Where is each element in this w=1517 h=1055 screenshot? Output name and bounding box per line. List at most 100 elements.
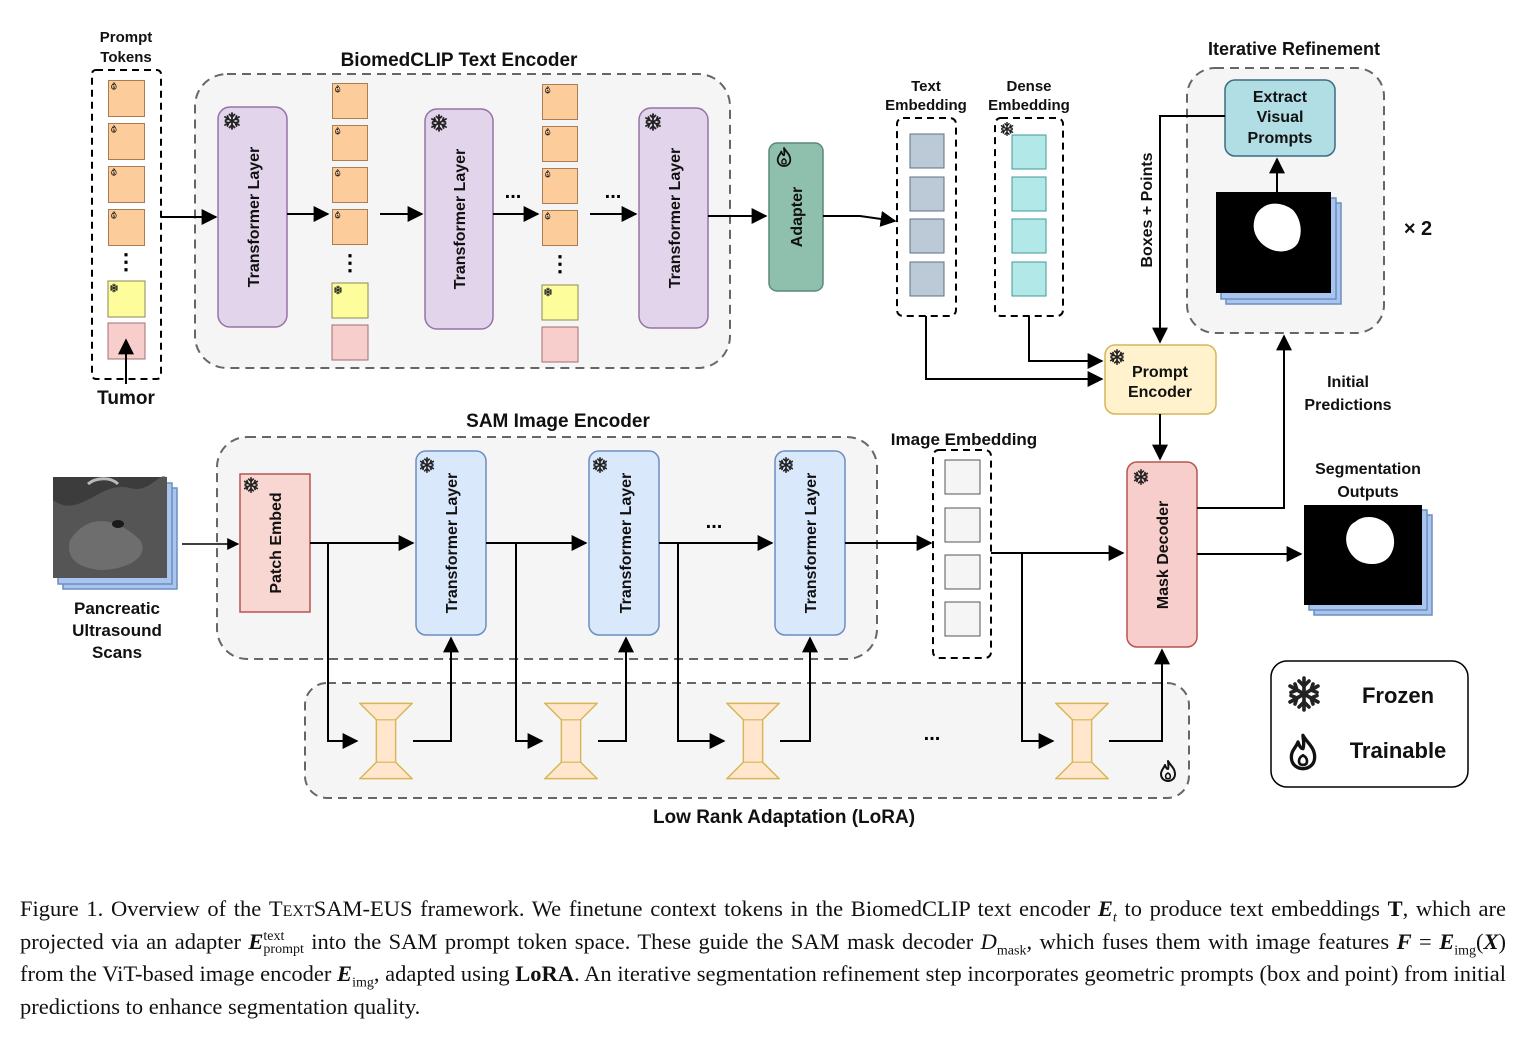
text-embed-cell [909, 133, 945, 169]
prompt-encoder-label: Prompt [1132, 364, 1189, 381]
ellipsis: ... [924, 723, 941, 745]
legend-trainable: Trainable [1350, 738, 1447, 763]
text-embedding-box [896, 117, 957, 317]
mask-blob [1253, 203, 1301, 252]
text-transformer-layer-3: Transformer Layer [638, 107, 709, 329]
image-encoder-group [216, 436, 878, 660]
legend-frozen: Frozen [1362, 683, 1434, 708]
prompt-token [108, 166, 144, 202]
mask-decoder-block: Mask Decoder [1126, 461, 1198, 648]
image-embedding-box [932, 449, 992, 659]
patch-embed-block: Patch Embed [239, 473, 311, 613]
arrow-adapter-to-embed [823, 211, 897, 227]
layer-label: Transformer Layer [452, 149, 469, 290]
image-embedding-label: Image Embedding [891, 430, 1037, 449]
mask-decoder-label: Mask Decoder [1155, 501, 1172, 610]
image-encoder-title: SAM Image Encoder [466, 411, 650, 432]
framework-diagram: BiomedCLIP Text Encoder Iterative Refine… [53, 29, 1469, 828]
token-vdots: ⋮ [339, 250, 361, 275]
class-token [331, 324, 369, 361]
prompt-token [108, 123, 144, 159]
lora-return-4 [1109, 648, 1170, 742]
patch-embed-label: Patch Embed [268, 492, 285, 593]
refinement-mask-stack [1216, 192, 1342, 305]
extract-label-2: Visual [1257, 109, 1304, 126]
ellipsis: ... [605, 181, 622, 203]
figure-caption: Figure 1. Overview of the TextSAM-EUS fr… [20, 896, 1507, 1019]
lora-branch-1 [327, 543, 359, 749]
layer-label: Transformer Layer [618, 473, 635, 614]
extract-visual-prompts-block: Extract Visual Prompts [1224, 79, 1336, 157]
prompt-token [542, 126, 577, 161]
prompt-token [108, 80, 144, 116]
text-encoder-title: BiomedCLIP Text Encoder [341, 50, 578, 71]
scans-label-2: Ultrasound [72, 621, 162, 640]
prompt-tokens-label: Prompt [100, 29, 153, 46]
frozen-token [541, 284, 579, 321]
input-scans-stack [53, 476, 178, 590]
lora-return-2 [598, 636, 634, 742]
prompt-token [542, 210, 577, 245]
segmentation-outputs-label: Segmentation [1315, 461, 1421, 478]
dense-embedding-label: Dense [1006, 78, 1051, 95]
prompt-token [332, 209, 367, 244]
image-transformer-layer-1: Transformer Layer [415, 450, 487, 636]
class-token [541, 326, 579, 363]
text-transformer-layer-1: Transformer Layer [217, 106, 288, 328]
text-embedding-label-2: Embedding [885, 97, 967, 114]
token-vdots: ⋮ [549, 251, 571, 276]
lora-branch-4 [1021, 553, 1055, 749]
times-two: × 2 [1404, 218, 1432, 240]
output-mask-stack [1304, 505, 1433, 616]
prompt-token [332, 125, 367, 160]
tumor-label: Tumor [97, 388, 155, 409]
layer-label: Transformer Layer [667, 148, 684, 289]
segmentation-outputs-label-2: Outputs [1337, 484, 1398, 501]
prompt-token [332, 83, 367, 118]
extract-label-3: Prompts [1248, 130, 1313, 147]
prompt-token [542, 84, 577, 119]
prompt-token [108, 209, 144, 245]
image-transformer-layer-2: Transformer Layer [588, 450, 660, 636]
ellipsis: ... [706, 511, 723, 533]
arrow-decoder-to-refinement [1197, 334, 1292, 509]
lora-title: Low Rank Adaptation (LoRA) [653, 807, 915, 828]
iterative-refinement-title: Iterative Refinement [1208, 39, 1380, 59]
initial-predictions-label-2: Predictions [1304, 397, 1391, 414]
layer-label: Transformer Layer [444, 473, 461, 614]
image-embed-cell [944, 459, 981, 495]
adapter-block: Adapter [768, 142, 824, 292]
lora-return-1 [413, 636, 459, 742]
frozen-token [107, 280, 146, 318]
dense-embedding-label-2: Embedding [988, 97, 1070, 114]
text-transformer-layer-2: Transformer Layer [424, 108, 494, 330]
token-vdots: ⋮ [115, 249, 137, 274]
arrow-dense-embed-to-prompt-encoder [1028, 316, 1104, 369]
prompt-encoder-block: Prompt Encoder [1104, 344, 1217, 415]
arrow-text-embed-to-prompt-encoder [925, 316, 1104, 387]
dense-embed-cell [1011, 218, 1047, 254]
legend-box [1270, 660, 1469, 788]
frozen-token [331, 282, 369, 319]
dense-embed-cell [1011, 176, 1047, 212]
dense-embed-cell [1011, 134, 1047, 170]
layer-label: Transformer Layer [246, 147, 263, 288]
image-embed-cell [944, 601, 981, 637]
boxes-points-label: Boxes + Points [1139, 152, 1156, 267]
prompt-token [332, 167, 367, 202]
scans-label-3: Scans [92, 643, 142, 662]
text-embed-cell [909, 176, 945, 212]
prompt-encoder-label-2: Encoder [1128, 384, 1192, 401]
lora-branch-2 [515, 543, 544, 749]
prompt-tokens-label-2: Tokens [100, 49, 151, 66]
image-embed-cell [944, 507, 981, 543]
lora-branch-3 [677, 543, 726, 749]
lora-return-3 [780, 636, 818, 742]
extract-label-1: Extract [1253, 89, 1308, 106]
scans-label-1: Pancreatic [74, 599, 160, 618]
mask-blob [1346, 516, 1395, 565]
layer-label: Transformer Layer [803, 473, 820, 614]
dense-embed-cell [1011, 261, 1047, 297]
image-transformer-layer-3: Transformer Layer [774, 450, 846, 636]
text-embed-cell [909, 261, 945, 297]
